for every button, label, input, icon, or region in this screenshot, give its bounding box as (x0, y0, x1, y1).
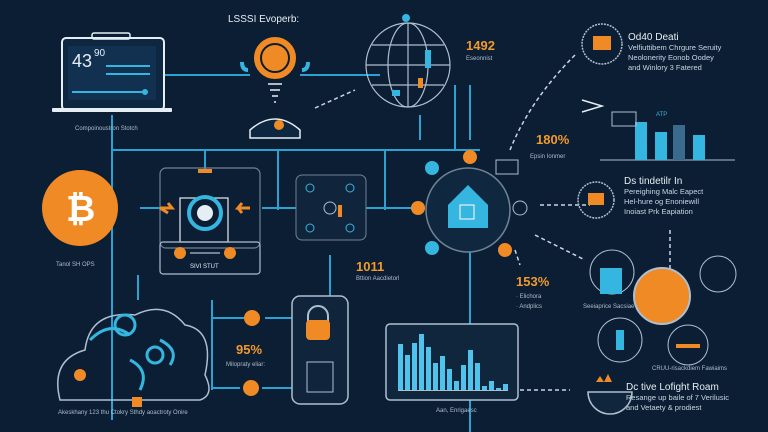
bottom-right-block: Dc tive Lofight Roam Resange up baile of… (626, 382, 729, 413)
mobile-stat-value: 95% (236, 342, 263, 357)
mid-right-line: Pereighing Malc Eapect (624, 187, 704, 196)
hub-caption: Epsin Ionmer (530, 154, 566, 160)
bar (398, 344, 403, 390)
bar-chart (398, 334, 508, 391)
bar (454, 381, 459, 390)
bar (482, 386, 487, 390)
bar (412, 342, 417, 390)
bar (405, 354, 410, 390)
mid-right-heading: Ds tindetilr In (624, 176, 683, 187)
page-title: LSSSI Evoperb: (228, 14, 300, 25)
top-right-chart (581, 99, 735, 161)
right-stat-item-2: · Andplics (516, 304, 543, 310)
bar (503, 384, 508, 390)
top-right-line: Neolonerity Eonob Oodey (628, 53, 714, 62)
bar (447, 369, 452, 390)
mid-right-line: Inoiast Prk Eapiation (624, 207, 693, 216)
seal-icon (581, 23, 623, 65)
bar (489, 381, 494, 390)
globe-caption: Eseonnist (466, 56, 493, 62)
bitcoin-circle (42, 170, 118, 246)
processor-icon (159, 167, 261, 275)
globe-icon (365, 14, 451, 108)
cloud-icon (57, 308, 210, 407)
emblem-icon (240, 35, 310, 139)
bar (468, 350, 473, 390)
bar (440, 356, 445, 390)
top-right-block: Od40 Deati Velfiuttibem Chrgure Seruity … (628, 32, 721, 73)
seal-icon-2 (577, 181, 615, 219)
laptop-small-number: 90 (94, 48, 106, 59)
hub-value: 180% (536, 132, 570, 147)
bottom-right-line: and Vetaety & prodiest (626, 403, 702, 412)
top-right-line: and Winlory 3 Fatered (628, 63, 702, 72)
right-stat-item-1: · Elichora (516, 294, 542, 300)
bar (475, 363, 480, 390)
right-stat-value: 153% (516, 274, 550, 289)
processor-label: SIVI STUT (190, 264, 219, 270)
mid-right-line: Hel-hure og Enoniewill (624, 197, 700, 206)
center-stat-caption: Bttion Aacdietorl (356, 276, 400, 282)
laptop-big-number: 43 (72, 51, 93, 71)
coin-caption: Tanol SH OPS (56, 262, 95, 268)
circle-bottom-caption: CRUU-risackdiem Fawiaims (652, 366, 728, 372)
bar (461, 364, 466, 390)
laptop-icon (52, 32, 172, 112)
bar (433, 363, 438, 390)
globe-value: 1492 (466, 38, 495, 53)
top-right-heading: Od40 Deati (628, 32, 679, 43)
bottom-right-line: Resange up baile of 7 Verilusic (626, 393, 729, 402)
bar (426, 347, 431, 390)
circuit-board-icon (295, 174, 367, 241)
bottom-right-heading: Dc tive Lofight Roam (626, 382, 719, 393)
cloud-caption: Akeskhany 123 thu Ctokry Sthdy aoactroty… (58, 410, 188, 416)
mobile-stat-caption: Milopraty eliar: (226, 362, 266, 368)
bar (419, 334, 424, 390)
hub-icon (411, 150, 528, 257)
circle-cluster (587, 249, 737, 415)
bar-chart-caption: Aan, Enrigaesc (436, 408, 477, 414)
top-right-chart-label: ATP (656, 112, 668, 118)
circle-left-caption: Seeiaprice Sacsiae (583, 304, 635, 310)
mid-right-block: Ds tindetilr In Pereighing Malc Eapect H… (624, 176, 703, 217)
mobile-icon (243, 295, 349, 405)
top-right-line: Velfiuttibem Chrgure Seruity (628, 43, 722, 52)
bitcoin-icon: ₿ (66, 188, 96, 229)
bar (496, 387, 501, 390)
center-stat-value: 1011 (356, 259, 385, 274)
laptop-caption: Compoinoustron Stotch (75, 126, 138, 132)
